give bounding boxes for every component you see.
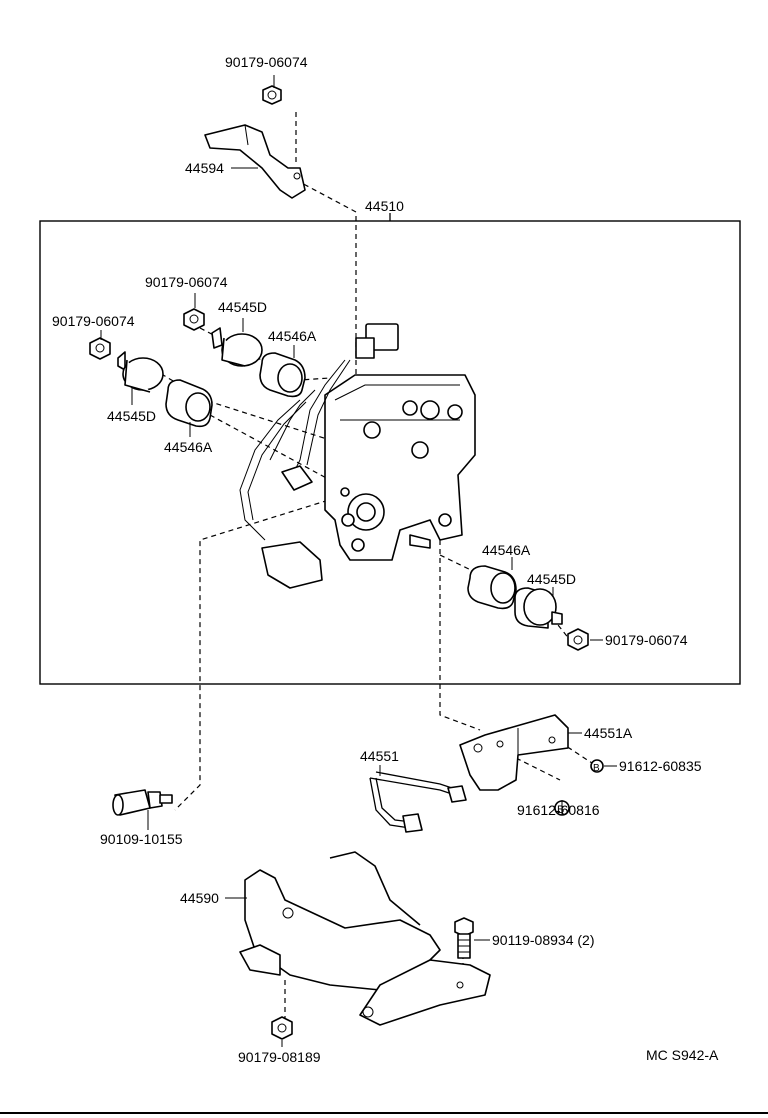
grommet-a-left bbox=[165, 379, 213, 428]
right-bracket-part bbox=[459, 714, 569, 791]
leader-lines bbox=[100, 75, 617, 1047]
label-bracket-bottom: 44590 bbox=[180, 890, 219, 906]
label-tube: 44551 bbox=[360, 748, 399, 764]
label-nut-left: 90179-06074 bbox=[52, 313, 135, 329]
label-nut-top: 90179-06074 bbox=[225, 54, 308, 70]
label-bolt-b-1: 91612-60835 bbox=[619, 758, 702, 774]
middle-nut-part bbox=[183, 308, 205, 331]
label-nut-right: 90179-06074 bbox=[605, 632, 688, 648]
grommet-d-middle bbox=[211, 327, 263, 367]
svg-text:B: B bbox=[557, 804, 564, 816]
label-bolt-bottom: 90119-08934 (2) bbox=[492, 932, 594, 948]
label-switch: 90109-10155 bbox=[100, 831, 183, 847]
label-grommet-a-left: 44546A bbox=[164, 439, 213, 455]
bottom-bolt-part bbox=[454, 917, 474, 959]
right-nut-part bbox=[567, 628, 589, 651]
left-nut-part bbox=[89, 337, 111, 360]
top-nut-part bbox=[262, 85, 282, 105]
grommet-a-middle bbox=[259, 352, 306, 398]
label-grommet-d-left: 44545D bbox=[107, 408, 156, 424]
diagram-reference-code: MC S942-A bbox=[646, 1047, 719, 1063]
label-grommet-a-right: 44546A bbox=[482, 542, 531, 558]
part-labels: 90179-06074 44594 44510 90179-06074 9017… bbox=[52, 54, 719, 1065]
grommet-a-right bbox=[467, 565, 517, 610]
actuator-body-part bbox=[324, 374, 476, 561]
label-grommet-d-right: 44545D bbox=[527, 571, 576, 587]
brake-tube-part bbox=[369, 771, 467, 833]
bolt-marker-1: B bbox=[590, 759, 604, 774]
bottom-bracket-part bbox=[239, 851, 491, 1026]
label-bracket-top: 44594 bbox=[185, 160, 224, 176]
wire-harness-part bbox=[239, 323, 399, 589]
label-bolt-b-2: 91612-60816 bbox=[517, 802, 600, 818]
svg-text:B: B bbox=[593, 763, 600, 774]
label-bracket-right: 44551A bbox=[584, 725, 633, 741]
bottom-nut-part bbox=[271, 1016, 293, 1040]
top-bracket-part bbox=[204, 124, 306, 199]
label-grommet-a-middle: 44546A bbox=[268, 328, 317, 344]
label-nut-middle: 90179-06074 bbox=[145, 274, 228, 290]
pressure-switch-part bbox=[112, 789, 173, 816]
grommet-d-left bbox=[117, 351, 164, 393]
label-assembly: 44510 bbox=[365, 198, 404, 214]
grommet-d-right bbox=[514, 587, 563, 629]
label-nut-bottom: 90179-08189 bbox=[238, 1049, 321, 1065]
label-grommet-d-middle: 44545D bbox=[218, 299, 267, 315]
